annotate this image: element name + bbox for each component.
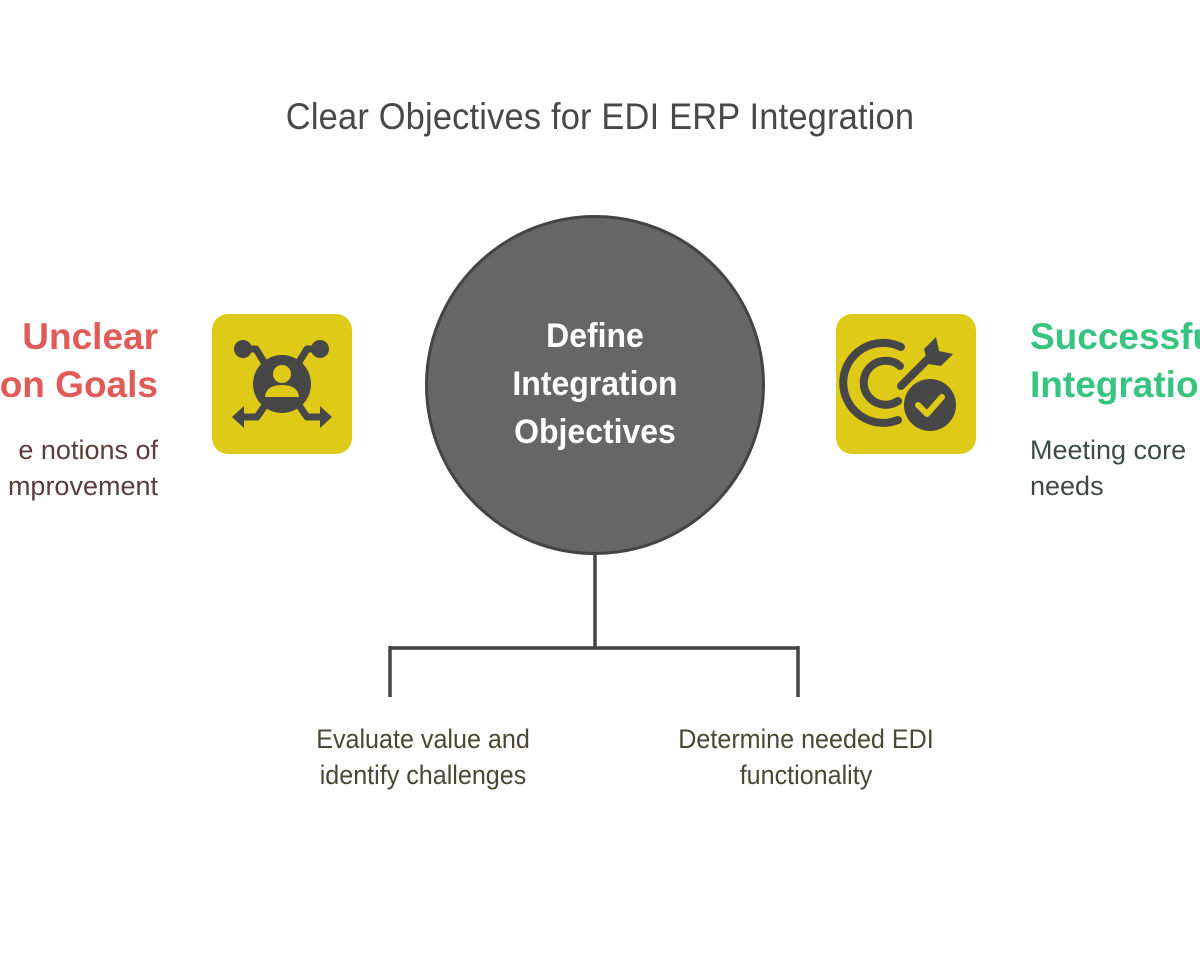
left-title: Unclear on Goals: [0, 313, 158, 409]
right-desc-line: Meeting core: [1030, 435, 1187, 465]
left-title-line: Unclear: [22, 316, 158, 357]
network-user-arrows-icon: [232, 340, 332, 428]
right-icon-tile: [836, 314, 976, 454]
center-node: [425, 215, 765, 555]
branch-label-line: Evaluate value and: [316, 724, 530, 754]
left-title-line: on Goals: [0, 364, 158, 405]
center-node-label: Define Integration Objectives: [435, 312, 755, 456]
branch-label-line: Determine needed EDI: [678, 724, 934, 754]
branch-label-line: functionality: [739, 760, 873, 790]
right-description: Meeting core needs: [1030, 432, 1186, 504]
branch-label-evaluate: Evaluate value and identify challenges: [274, 721, 572, 793]
branch-label-line: identify challenges: [319, 760, 527, 790]
center-label-line: Objectives: [514, 413, 676, 451]
center-label-line: Integration: [512, 365, 678, 403]
center-label-line: Define: [546, 317, 644, 355]
left-desc-line: mprovement: [7, 471, 158, 501]
target-check-icon: [839, 337, 956, 431]
right-title: Successfu Integratio: [1030, 313, 1200, 409]
left-desc-line: e notions of: [18, 435, 158, 465]
right-title-line: Integratio: [1030, 364, 1199, 405]
left-icon-tile: [212, 314, 352, 454]
diagram-title: Clear Objectives for EDI ERP Integration: [285, 96, 915, 137]
right-title-line: Successfu: [1030, 316, 1200, 357]
left-description: e notions of mprovement: [8, 432, 158, 504]
branch-label-determine: Determine needed EDI functionality: [657, 721, 955, 793]
right-desc-line: needs: [1030, 471, 1104, 501]
